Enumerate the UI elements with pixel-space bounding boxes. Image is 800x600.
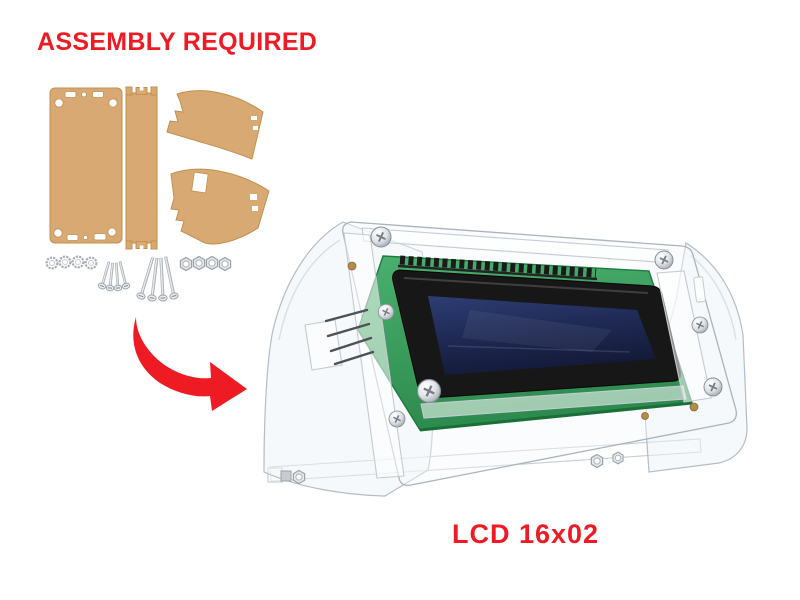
- right-panel-glint: [689, 254, 737, 341]
- base-nuts: [280, 451, 624, 485]
- kit-pieces-illustration: [45, 85, 270, 302]
- lcd-module: [392, 269, 681, 399]
- brass-standoffs: [347, 261, 699, 420]
- assembly-arrow-icon: [133, 317, 247, 411]
- side-panel-sheet-top: [166, 90, 264, 160]
- assembled-lcd-stand: [263, 221, 748, 497]
- assembly-required-label: ASSEMBLY REQUIRED: [37, 28, 318, 56]
- lcd-screen: [428, 296, 656, 375]
- left-panel-glint: [278, 239, 341, 341]
- pin-header: [397, 255, 598, 281]
- lock-washers: [45, 255, 98, 270]
- base-strip-sheet: [125, 85, 158, 251]
- hex-nuts: [179, 255, 232, 272]
- header-pins: [324, 308, 375, 366]
- short-screws: [97, 260, 131, 292]
- side-panel-sheet-bottom: [170, 168, 270, 245]
- product-name-label: LCD 16x02: [452, 519, 600, 549]
- front-panel-sheet: [49, 87, 123, 244]
- long-screws: [135, 255, 180, 302]
